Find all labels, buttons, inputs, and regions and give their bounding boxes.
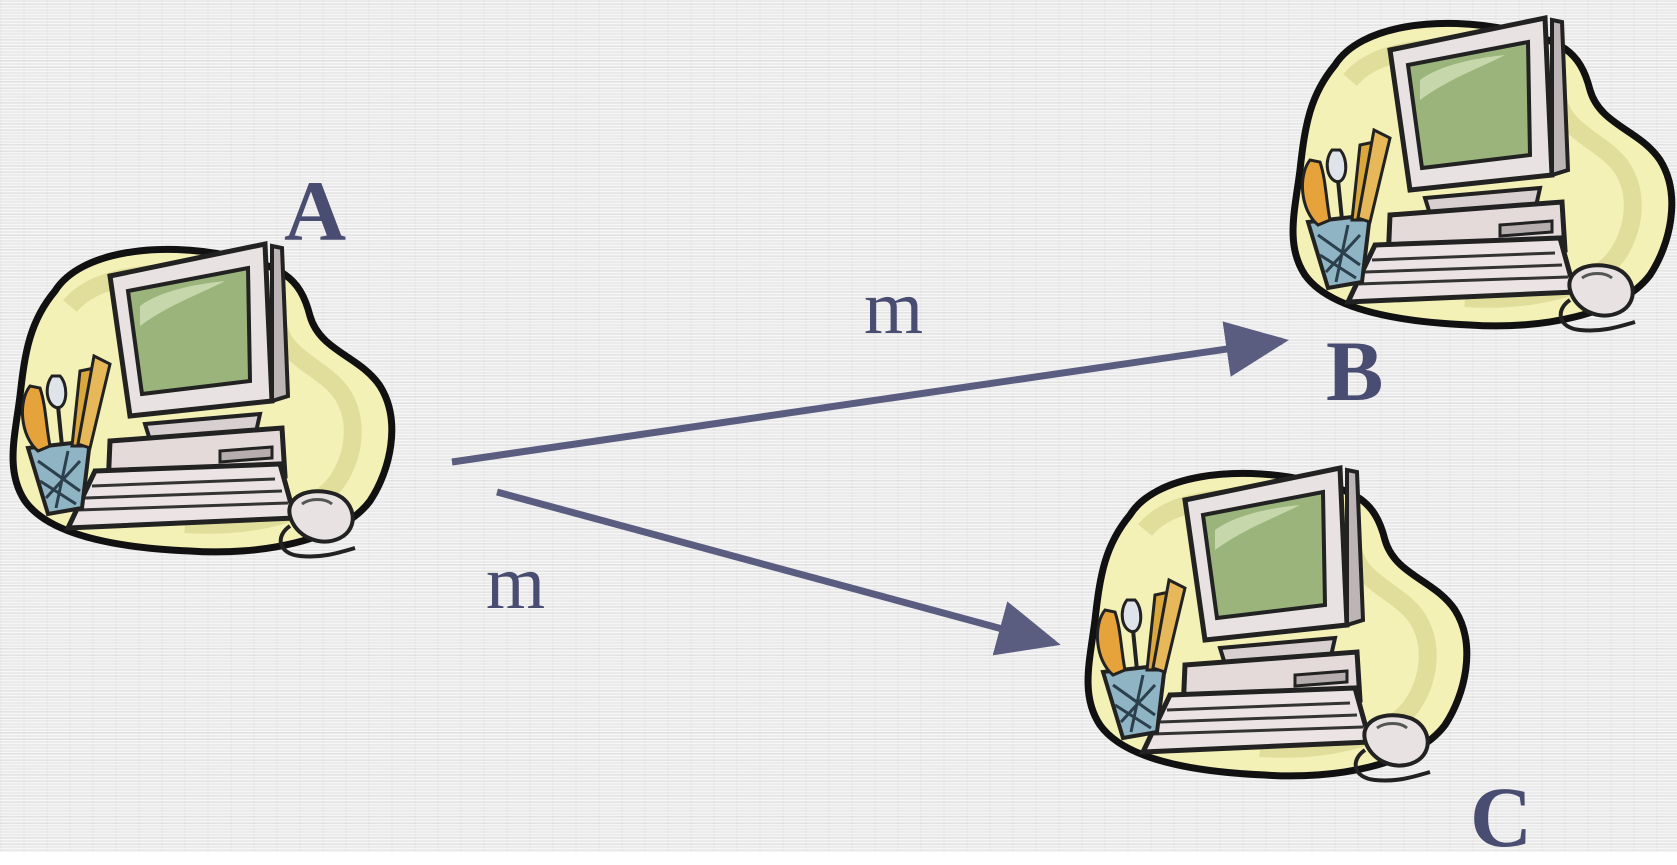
node-label-a: A [284,163,347,259]
edge-label-a-c: m [486,541,546,625]
computer-c-icon [1088,468,1467,781]
edge-label-a-b: m [864,266,924,350]
computer-b-icon [1293,18,1672,331]
edge-a-to-c-arrow [496,488,1061,656]
node-label-c: C [1470,769,1533,865]
node-label-b: B [1326,323,1384,419]
edge-a-to-b-arrow [451,321,1289,466]
computer-a-icon [13,244,392,557]
